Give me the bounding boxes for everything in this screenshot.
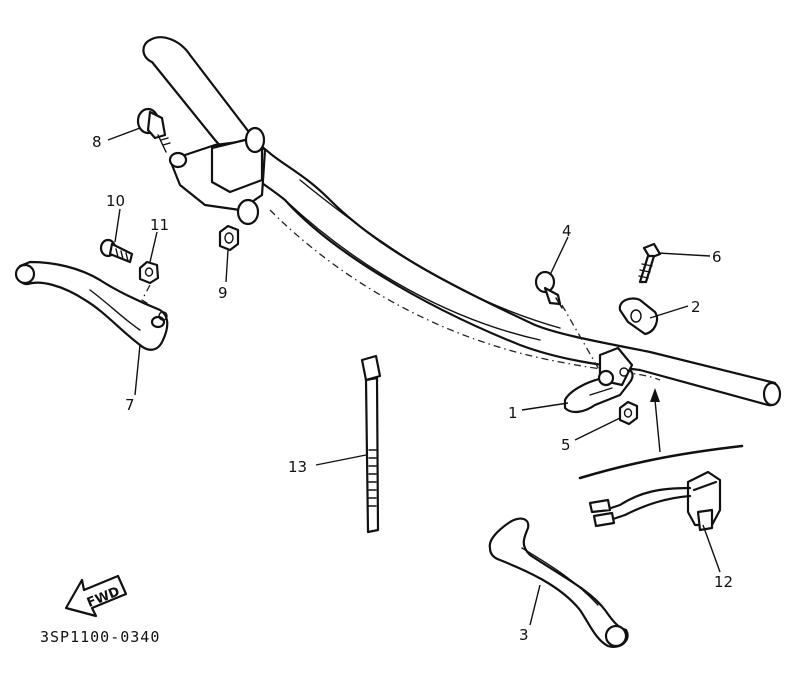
- part-7-lever: [14, 260, 169, 351]
- handlebar: [142, 36, 782, 407]
- callout-13: 13: [288, 458, 307, 476]
- part-6-bolt: [638, 242, 662, 284]
- callout-2: 2: [691, 298, 701, 316]
- fwd-arrow: FWD: [64, 574, 128, 618]
- callout-11: 11: [150, 216, 169, 234]
- part-4-assembly-line: [561, 304, 606, 381]
- callout-4: 4: [562, 222, 572, 240]
- section-divider: [578, 388, 744, 480]
- callout-9: 9: [218, 284, 228, 302]
- part-12-switch: [588, 470, 722, 532]
- leader-lines: [107, 127, 721, 626]
- throttle-housing: [168, 126, 267, 226]
- part-5-nut: [618, 400, 639, 426]
- callout-12: 12: [714, 573, 733, 591]
- part-10-bolt: [99, 238, 134, 264]
- part-8-bolt: [136, 107, 171, 153]
- callout-6: 6: [712, 248, 722, 266]
- part-11-nut: [138, 260, 160, 285]
- part-2-clamp: [618, 297, 659, 336]
- part-4-bolt: [534, 270, 563, 309]
- callout-1: 1: [508, 404, 518, 422]
- diagram-code: 3SP1100-0340: [40, 628, 160, 646]
- callout-7: 7: [125, 396, 135, 414]
- part-7-assembly-line: [141, 284, 151, 306]
- part-1-bracket: [563, 346, 634, 414]
- callout-3: 3: [519, 626, 529, 644]
- callout-10: 10: [106, 192, 125, 210]
- callouts: 8 9 10 11 7 4 6 2 1 5 12 3 13: [92, 133, 733, 644]
- part-9-nut: [218, 224, 240, 252]
- callout-8: 8: [92, 133, 102, 151]
- part-3-lever: [488, 517, 629, 648]
- callout-5: 5: [561, 436, 571, 454]
- part-13-cable-tie: [360, 354, 382, 534]
